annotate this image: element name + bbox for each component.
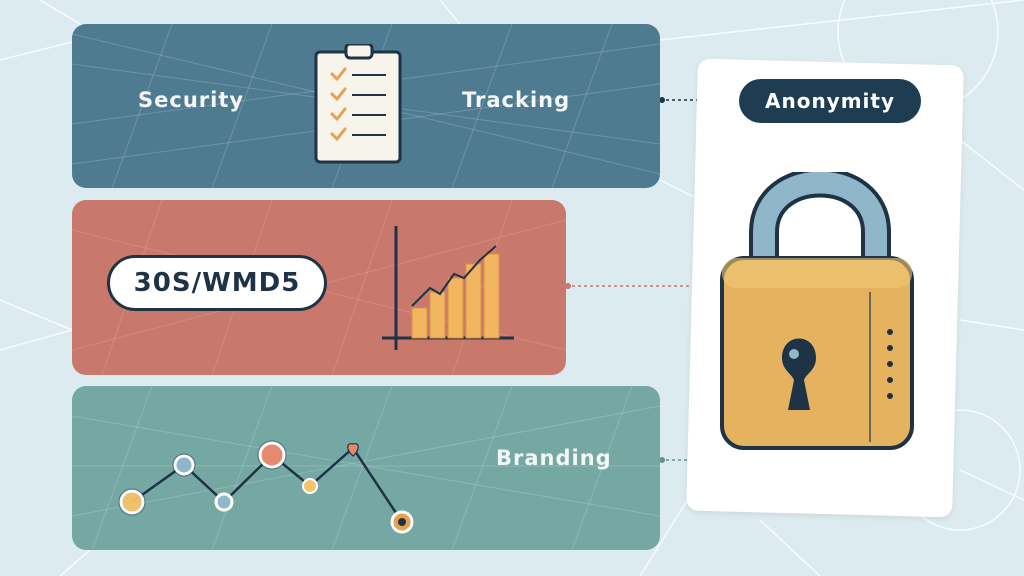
node-line-chart-icon bbox=[118, 440, 414, 534]
code-pill: 30S/WMD5 bbox=[107, 255, 327, 311]
tracking-label: Tracking bbox=[462, 88, 571, 112]
branding-label: Branding bbox=[496, 446, 612, 470]
security-label: Security bbox=[138, 88, 245, 112]
checklist-clipboard-icon bbox=[314, 44, 402, 164]
padlock-icon bbox=[720, 172, 914, 450]
anonymity-badge: Anonymity bbox=[739, 79, 921, 123]
rising-bar-chart-icon bbox=[382, 226, 514, 350]
heart-icon bbox=[347, 443, 359, 457]
